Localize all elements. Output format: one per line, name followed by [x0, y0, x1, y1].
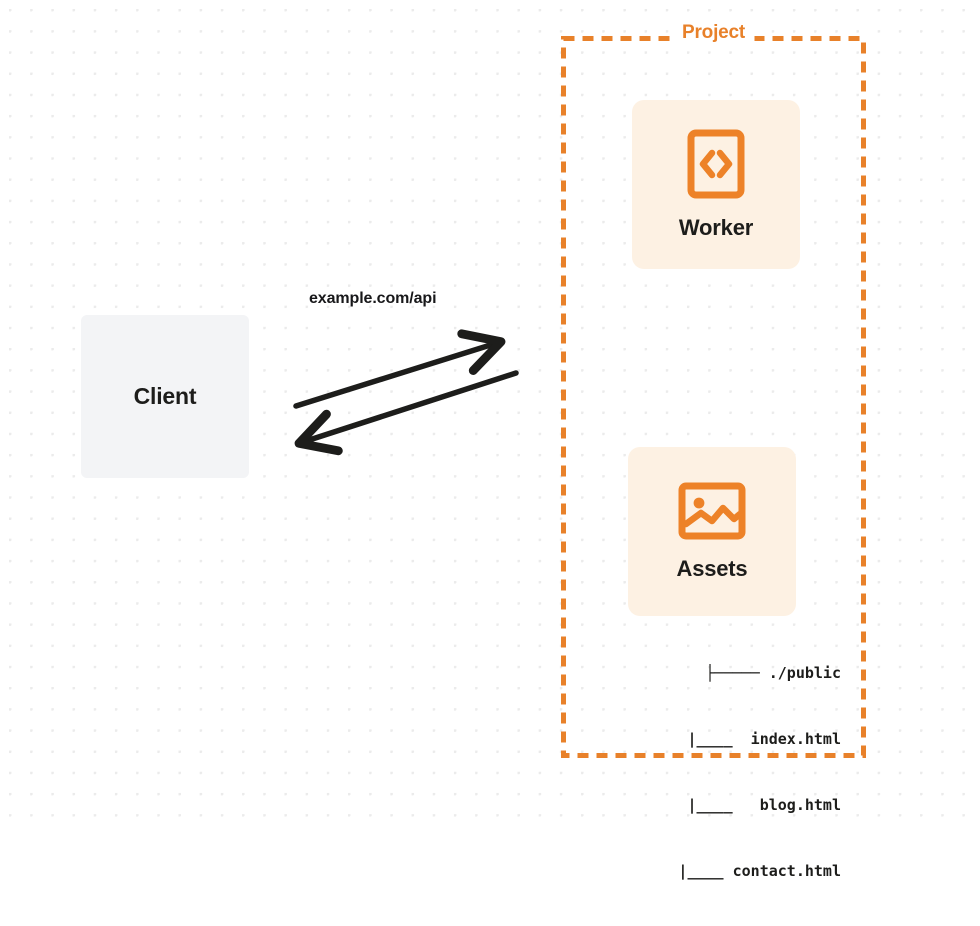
response-arrow: [294, 370, 519, 456]
client-node-label: Client: [133, 383, 197, 409]
worker-card-label: Worker: [678, 214, 754, 240]
tree-line-index-html: |____ index.html: [660, 730, 841, 748]
assets-file-tree: ├───── ./public |____ index.html |____ b…: [591, 618, 841, 926]
project-dashed-border: [561, 36, 866, 758]
tree-line-public: ├───── ./public: [705, 664, 841, 682]
project-container: Project Worker Assets ├───── ./public |_…: [561, 22, 866, 880]
worker-card[interactable]: Worker: [632, 100, 800, 269]
request-arrow: [293, 329, 506, 409]
tree-line-contact-html: |____ contact.html: [651, 862, 841, 880]
project-title: Project: [672, 22, 755, 44]
assets-card[interactable]: Assets: [628, 447, 796, 616]
assets-card-label: Assets: [676, 555, 748, 581]
client-node[interactable]: Client: [81, 315, 249, 478]
tree-line-blog-html: |____ blog.html: [660, 796, 841, 814]
code-brackets-icon: [687, 129, 745, 198]
diagram-canvas: Client example.com/api Project: [0, 0, 980, 880]
request-url-label: example.com/api: [309, 290, 437, 307]
image-picture-icon: [678, 482, 746, 539]
